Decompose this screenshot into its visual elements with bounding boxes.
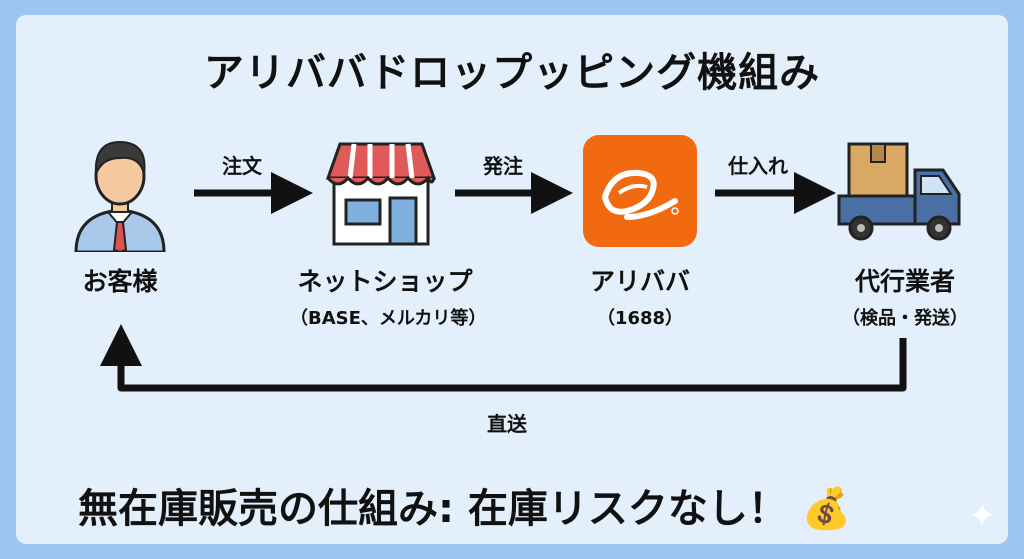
- node-alibaba-sub: （1688）: [596, 308, 684, 329]
- node-agent-sub: （検品・発送）: [842, 308, 968, 329]
- node-agent: 代行業者 （検品・発送）: [820, 262, 990, 330]
- customer-person-icon: [74, 140, 166, 252]
- shop-storefront-icon: [325, 142, 437, 246]
- arrow-direct-ship: [100, 324, 907, 392]
- node-customer: お客様: [60, 262, 180, 298]
- node-alibaba: アリババ （1688）: [560, 262, 720, 330]
- sparkle-icon: ✦: [968, 496, 997, 536]
- node-shop-label: ネットショップ: [297, 267, 473, 296]
- diagram-title: アリババドロップッピング機組み: [203, 50, 821, 96]
- alibaba-logo-icon: [583, 135, 697, 247]
- arrow-label-place-order: 発注: [483, 154, 523, 178]
- arrow-label-order: 注文: [222, 154, 262, 178]
- footer-caption: 無在庫販売の仕組み: 在庫リスクなし！ 💰: [78, 476, 852, 534]
- money-bag-icon: 💰: [801, 486, 852, 532]
- node-alibaba-label: アリババ: [589, 267, 690, 296]
- node-agent-label: 代行業者: [854, 267, 955, 296]
- node-shop-sub: （BASE、メルカリ等）: [290, 308, 487, 329]
- delivery-truck-icon: [837, 142, 961, 241]
- node-customer-label: お客様: [82, 267, 158, 296]
- arrow-label-direct-ship: 直送: [487, 412, 527, 436]
- arrow-label-purchase: 仕入れ: [728, 154, 788, 178]
- diagram-panel: [16, 15, 1008, 544]
- node-shop: ネットショップ （BASE、メルカリ等）: [290, 262, 487, 330]
- footer-text: 無在庫販売の仕組み: 在庫リスクなし！: [78, 486, 788, 532]
